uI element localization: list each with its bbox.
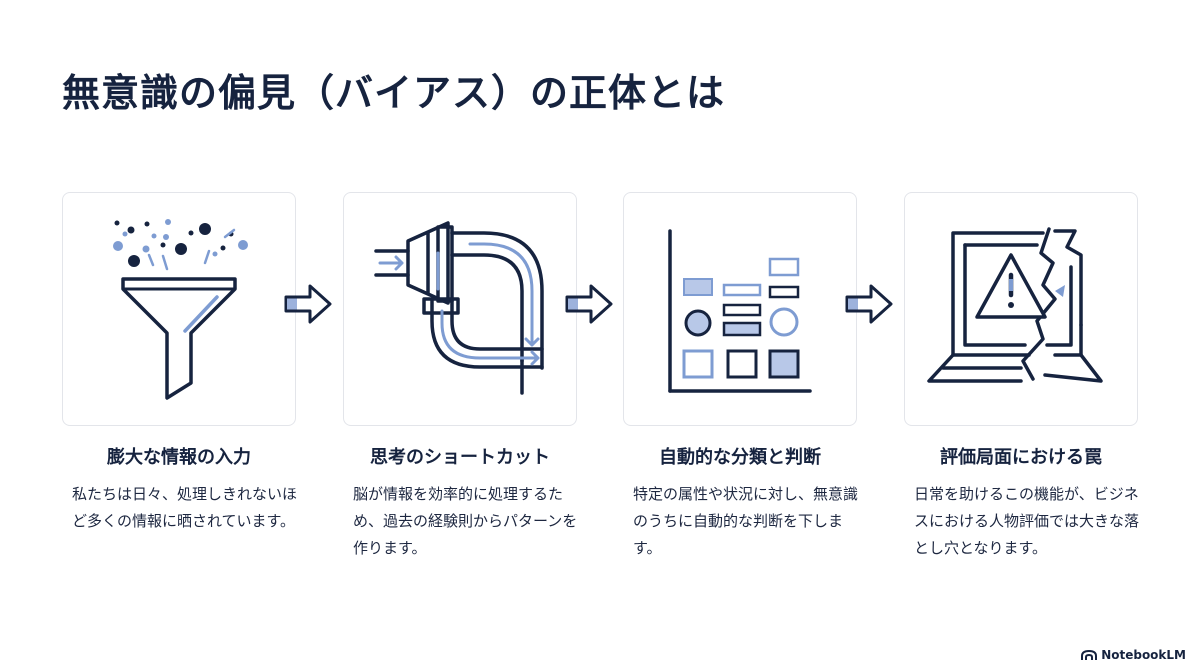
brand-label: NotebookLM	[1101, 648, 1186, 662]
sorting-chart-icon	[668, 229, 812, 393]
arrow-right-icon	[284, 283, 334, 325]
step-card-input	[62, 192, 296, 426]
funnel-icon	[113, 219, 248, 400]
step-description-trap: 日常を助けるこの機能が、ビジネスにおける人物評価では大きな落とし穴となります。	[914, 485, 1140, 557]
step-description-input: 私たちは日々、処理しきれないほど多くの情報に晒されています。	[72, 485, 298, 530]
page-title: 無意識の偏見（バイアス）の正体とは	[62, 71, 726, 115]
notebooklm-brand: NotebookLM	[1081, 648, 1186, 662]
arrow-right-icon	[845, 283, 895, 325]
arrow-right-icon	[565, 283, 615, 325]
step-title-sorting: 自動的な分類と判断	[659, 447, 821, 468]
step-description-shortcut: 脳が情報を効率的に処理するため、過去の経験則からパターンを作ります。	[353, 485, 578, 557]
step-description-sorting: 特定の属性や状況に対し、無意識のうちに自動的な判断を下します。	[633, 485, 859, 557]
step-card-trap	[904, 192, 1138, 426]
step-title-shortcut: 思考のショートカット	[370, 447, 550, 468]
notebooklm-logo-icon	[1081, 649, 1098, 660]
step-card-sorting	[623, 192, 857, 426]
step-title-trap: 評価局面における罠	[940, 447, 1102, 468]
broken-laptop-warning-icon	[927, 227, 1103, 383]
step-card-shortcut	[343, 192, 577, 426]
step-title-input: 膨大な情報の入力	[107, 447, 251, 468]
shortcut-pipe-icon	[374, 221, 544, 395]
